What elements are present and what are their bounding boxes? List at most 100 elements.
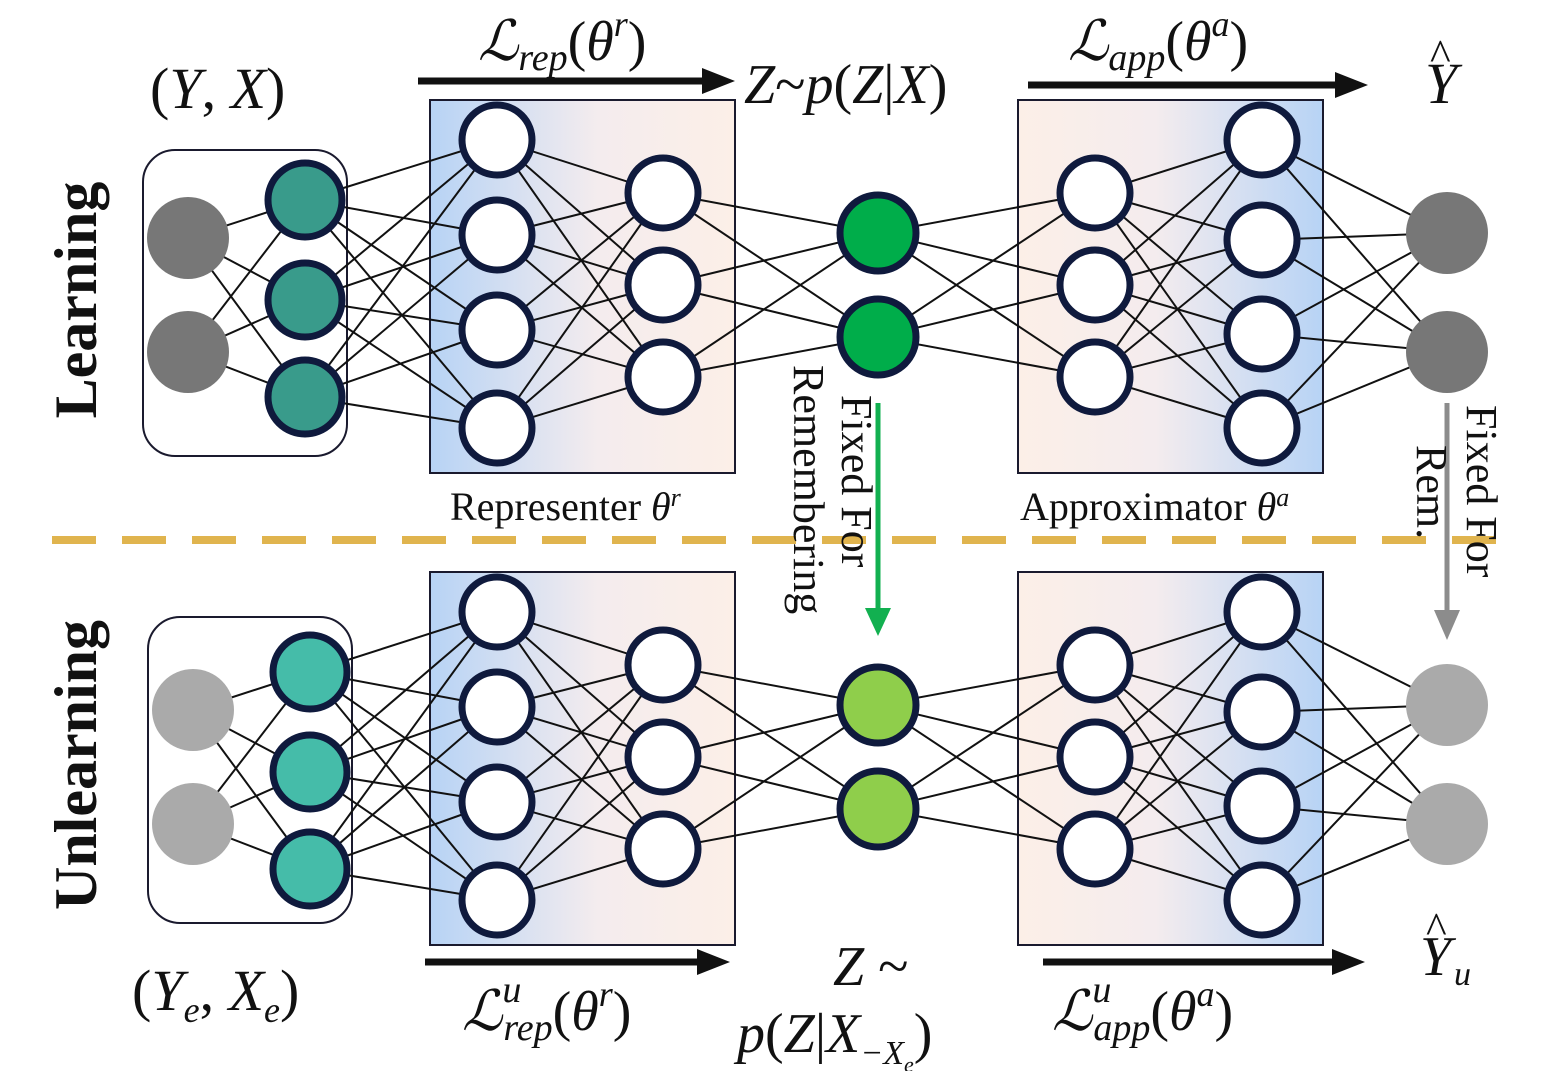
learning-app2-node-4: [1223, 389, 1301, 467]
svg-text:Rem.: Rem.: [1407, 445, 1456, 539]
unlearning-rep2-node-2: [624, 718, 702, 796]
loss-rep-learning: ℒrep(θr): [478, 4, 646, 79]
learning-app1-node-3: [1056, 338, 1134, 416]
svg-text:Y: Y: [1425, 51, 1463, 116]
learning-edge-app2-output: [1261, 139, 1448, 353]
unlearning-edge-app2-output: [1261, 704, 1448, 901]
learning-rep2-node-2: [624, 246, 702, 324]
unlearning-latent-node-2: [836, 767, 920, 851]
learning-edge-app1-app2: [1094, 139, 1263, 378]
learning-edge-rep2-latent: [662, 232, 879, 378]
unlearning-edge-latent-app1: [877, 664, 1096, 810]
unlearning-label: Unlearning: [43, 620, 109, 910]
learning-edge-embed-rep1: [304, 234, 498, 398]
latent-label-unlearning-line1: Z ~: [833, 936, 908, 998]
unlearning-edge-embed-rep1: [309, 706, 498, 870]
learning-rep1-node-4: [458, 389, 536, 467]
unlearning-edge-app1-app2: [1094, 611, 1263, 850]
learning-label: Learning: [43, 182, 109, 419]
learning-edge-latent-app1: [877, 192, 1096, 338]
unlearning-output-node-1: [1406, 664, 1488, 746]
learning-app2-node-1: [1223, 101, 1301, 179]
learning-latent-node-1: [836, 191, 920, 275]
svg-text:^: ^: [1426, 904, 1447, 953]
learning-output-node-2: [1406, 311, 1488, 393]
output-label-learning: Y ^: [1425, 31, 1463, 116]
input-enclosure-unlearning: [147, 616, 353, 924]
learning-input-node-2: [147, 311, 229, 393]
learning-edge-rep2-latent: [662, 192, 879, 338]
latent-label-unlearning-line2: p(Z|X−Xe): [733, 1003, 932, 1071]
fixed-for-remembering-label: Fixed For Remembering: [784, 365, 881, 614]
approximator-label: Approximator θa: [1020, 483, 1289, 529]
unlearning-rep1-node-2: [458, 668, 536, 746]
unlearning-edge-latent-app1: [877, 704, 1096, 850]
fixed-for-rem-label: Fixed For Rem.: [1407, 405, 1506, 578]
unlearning-input-node-2: [152, 783, 234, 865]
unlearning-input-node-1: [152, 669, 234, 751]
learning-latent-node-2: [836, 295, 920, 379]
unlearning-app2-node-3: [1223, 767, 1301, 845]
arrow-app-learning: [1028, 72, 1368, 98]
unlearning-rep1-node-4: [458, 861, 536, 939]
unlearning-embed-node-2: [269, 731, 351, 813]
unlearning-app1-node-1: [1056, 626, 1134, 704]
learning-input-node-1: [147, 197, 229, 279]
unlearning-rep1-node-3: [458, 763, 536, 841]
learning-rep1-node-2: [458, 196, 536, 274]
learning-embed-node-3: [264, 356, 346, 438]
unlearning-edge-embed-rep1: [309, 611, 498, 870]
input-label-learning: (Y, X): [150, 56, 285, 121]
unlearning-app2-node-4: [1223, 861, 1301, 939]
unlearning-edge-embed-rep1: [309, 611, 498, 773]
unlearning-edge-rep1-rep2: [496, 664, 664, 901]
learning-rep2-node-3: [624, 338, 702, 416]
unlearning-app1-node-3: [1056, 810, 1134, 888]
svg-text:u: u: [1454, 956, 1471, 993]
learning-app1-node-2: [1056, 246, 1134, 324]
network-nodes: [147, 101, 1488, 939]
unlearning-rep2-node-3: [624, 810, 702, 888]
unlearning-app1-node-2: [1056, 718, 1134, 796]
unlearning-edge-rep2-latent: [662, 664, 879, 810]
learning-edge-embed-rep1: [304, 139, 498, 301]
learning-edge-rep1-rep2: [496, 139, 664, 378]
learning-output-node-1: [1406, 192, 1488, 274]
svg-text:Remembering: Remembering: [784, 365, 833, 614]
fixed-for-remembering-arrow: [865, 403, 891, 636]
learning-edge-embed-rep1: [304, 139, 498, 398]
arrow-app-unlearning: [1043, 949, 1365, 975]
input-label-unlearning: (Ye, Xe): [132, 958, 299, 1030]
learning-embed-node-1: [264, 159, 346, 241]
arrow-rep-unlearning: [425, 949, 730, 975]
svg-text:Fixed For: Fixed For: [1457, 405, 1506, 578]
unlearning-rep1-node-1: [458, 573, 536, 651]
learning-app2-node-2: [1223, 201, 1301, 279]
unlearning-edge-rep1-rep2: [496, 611, 664, 850]
unlearning-output-node-2: [1406, 783, 1488, 865]
output-label-unlearning: Y u ^: [1420, 904, 1471, 993]
loss-app-learning: ℒapp(θa): [1068, 4, 1248, 79]
svg-text:^: ^: [1430, 31, 1451, 80]
input-enclosure-learning: [142, 149, 348, 457]
arrow-rep-learning: [418, 68, 735, 94]
learning-app2-node-3: [1223, 295, 1301, 373]
unlearning-edge-rep2-latent: [662, 704, 879, 850]
learning-rep2-node-1: [624, 154, 702, 232]
svg-text:Y: Y: [1420, 926, 1457, 988]
unlearning-edge-app2-output: [1261, 611, 1448, 825]
learning-embed-node-2: [264, 259, 346, 341]
unlearning-app2-node-2: [1223, 673, 1301, 751]
learning-app1-node-1: [1056, 154, 1134, 232]
fixed-for-rem-arrow: [1434, 403, 1460, 640]
unlearning-embed-node-3: [269, 828, 351, 910]
latent-label-learning: Z~p(Z|X): [744, 54, 947, 116]
unlearning-rep2-node-1: [624, 626, 702, 704]
representer-label: Representer θr: [450, 483, 682, 529]
unlearning-embed-node-1: [269, 631, 351, 713]
learning-rep1-node-1: [458, 101, 536, 179]
unlearning-latent-node-1: [836, 663, 920, 747]
